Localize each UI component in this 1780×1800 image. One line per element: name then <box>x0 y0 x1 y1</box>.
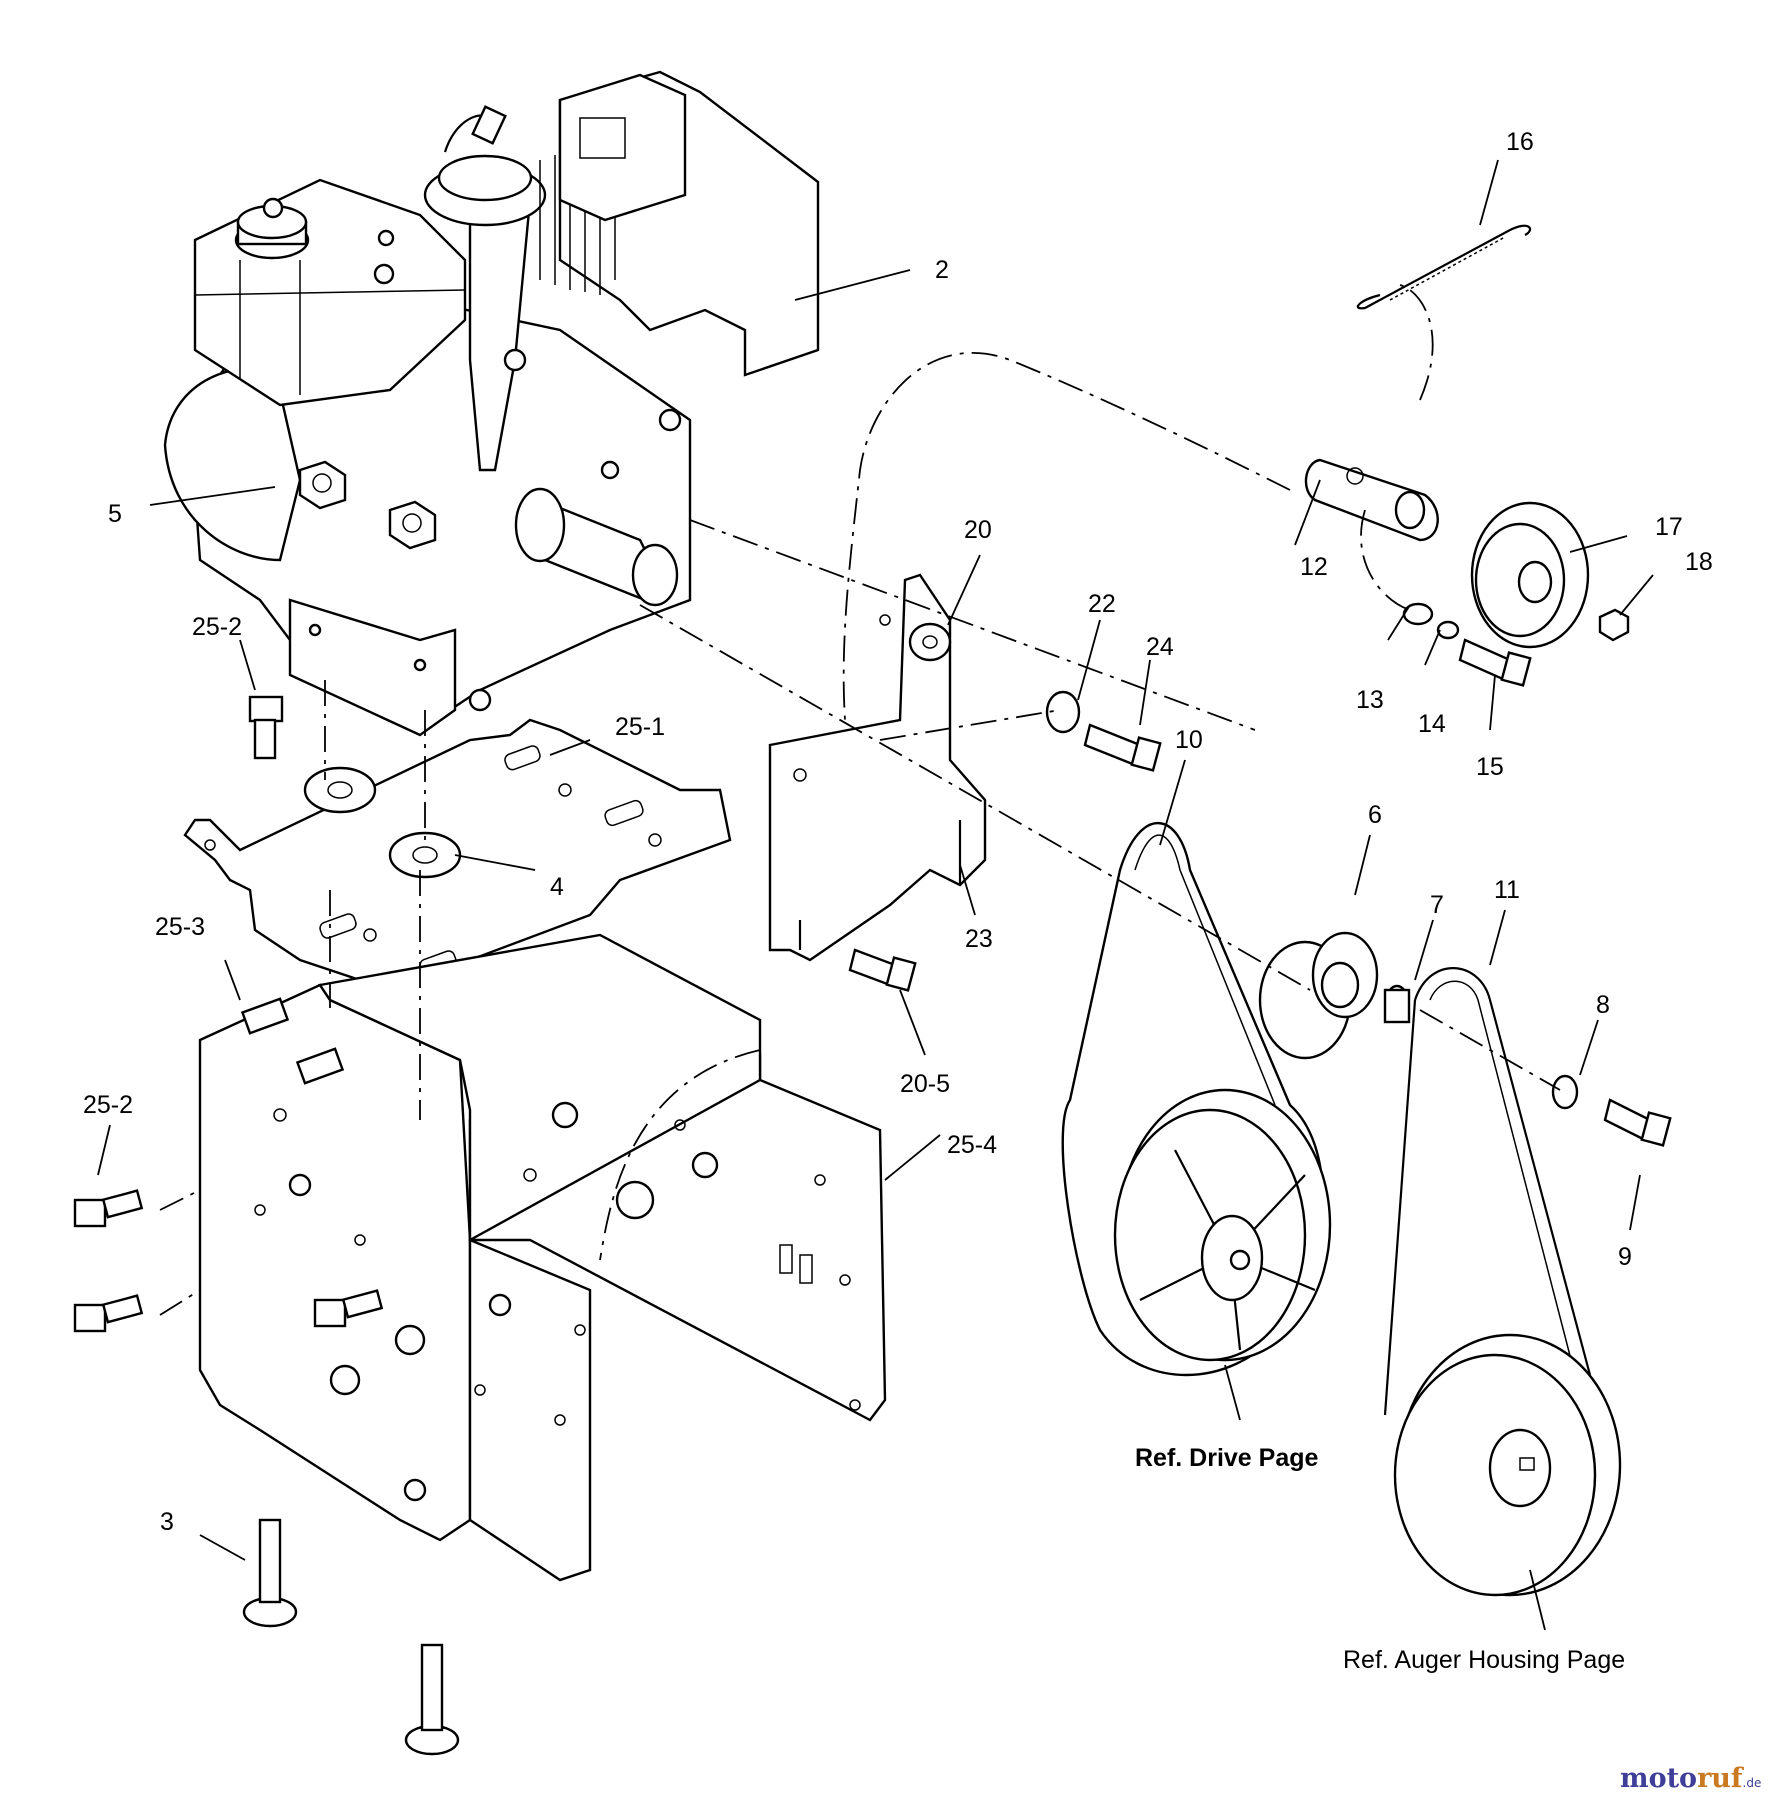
leader-lines <box>97 159 1654 1631</box>
callout-25-2-top: 25-2 <box>192 613 242 641</box>
alignment-lines <box>159 284 1561 1316</box>
watermark-logo: motoruf.de <box>1620 1763 1761 1794</box>
callout-25-2-side: 25-2 <box>83 1091 133 1119</box>
callout-15: 15 <box>1476 753 1504 781</box>
engine-pulley <box>1258 931 1409 1060</box>
auger-belt-and-pulley <box>1383 967 1622 1597</box>
callout-12: 12 <box>1300 553 1328 581</box>
callout-9: 9 <box>1618 1243 1632 1271</box>
callout-2: 2 <box>935 256 949 284</box>
callout-20-5: 20-5 <box>900 1070 950 1098</box>
callout-20: 20 <box>964 516 992 544</box>
callout-23: 23 <box>965 925 993 953</box>
engine-assembly <box>163 70 820 737</box>
ref-auger-housing-page: Ref. Auger Housing Page <box>1343 1646 1625 1674</box>
drive-belt-and-pulley <box>1061 821 1332 1377</box>
callout-22: 22 <box>1088 590 1116 618</box>
callout-labels: 2 5 25-2 25-1 4 25-3 25-2 25-4 3 20 22 2… <box>83 128 1713 1536</box>
fasteners <box>73 622 1672 1756</box>
watermark-part2: ruf <box>1697 1763 1745 1794</box>
callout-8: 8 <box>1596 991 1610 1019</box>
callout-3: 3 <box>160 1508 174 1536</box>
callout-25-4: 25-4 <box>947 1131 997 1159</box>
callout-14: 14 <box>1418 710 1446 738</box>
frame-housing <box>198 933 887 1582</box>
svg-text:motoruf.de: motoruf.de <box>1620 1763 1761 1794</box>
callout-7: 7 <box>1430 891 1444 919</box>
ref-drive-page: Ref. Drive Page <box>1135 1444 1319 1472</box>
callout-6: 6 <box>1368 801 1382 829</box>
watermark-suffix: .de <box>1743 1776 1762 1790</box>
callout-11: 11 <box>1494 876 1520 904</box>
idler-assembly <box>1304 224 1630 687</box>
watermark-part1: moto <box>1620 1763 1697 1794</box>
callout-13: 13 <box>1356 686 1384 714</box>
belt-guide-bracket <box>768 573 987 962</box>
callout-4: 4 <box>550 873 564 901</box>
callout-16: 16 <box>1506 128 1534 156</box>
callout-24: 24 <box>1146 633 1174 661</box>
callout-5: 5 <box>108 500 122 528</box>
callout-10: 10 <box>1175 726 1203 754</box>
callout-18: 18 <box>1685 548 1713 576</box>
callout-25-1: 25-1 <box>615 713 665 741</box>
callout-25-3: 25-3 <box>155 913 205 941</box>
callout-17: 17 <box>1655 513 1683 541</box>
